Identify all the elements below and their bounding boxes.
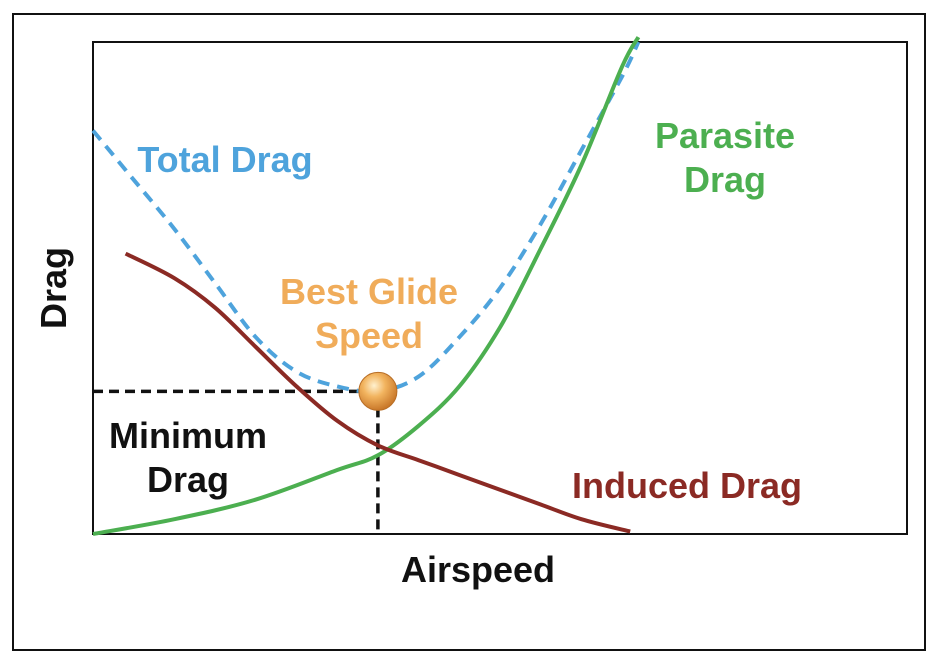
parasite-drag-label-line: Drag [684,159,766,200]
x-axis-label: Airspeed [401,549,555,590]
plot-area [92,41,908,535]
induced-drag-label: Induced Drag [572,465,802,506]
total-drag-label-line: Total Drag [137,139,312,180]
induced-drag-label-line: Induced Drag [572,465,802,506]
y-axis-label: Drag [33,247,74,329]
best-glide-point-marker [358,371,398,411]
parasite-drag-label-line: Parasite [655,115,795,156]
best-glide-speed-label-line: Best Glide [280,271,458,312]
total-drag-label: Total Drag [137,139,312,180]
parasite-drag-curve [92,36,641,536]
minimum-drag-label-line: Drag [147,459,229,500]
best-glide-speed-label-line: Speed [315,315,423,356]
minimum-drag-label-line: Minimum [109,415,267,456]
induced-drag-curve [124,251,631,534]
figure-frame [12,13,926,651]
